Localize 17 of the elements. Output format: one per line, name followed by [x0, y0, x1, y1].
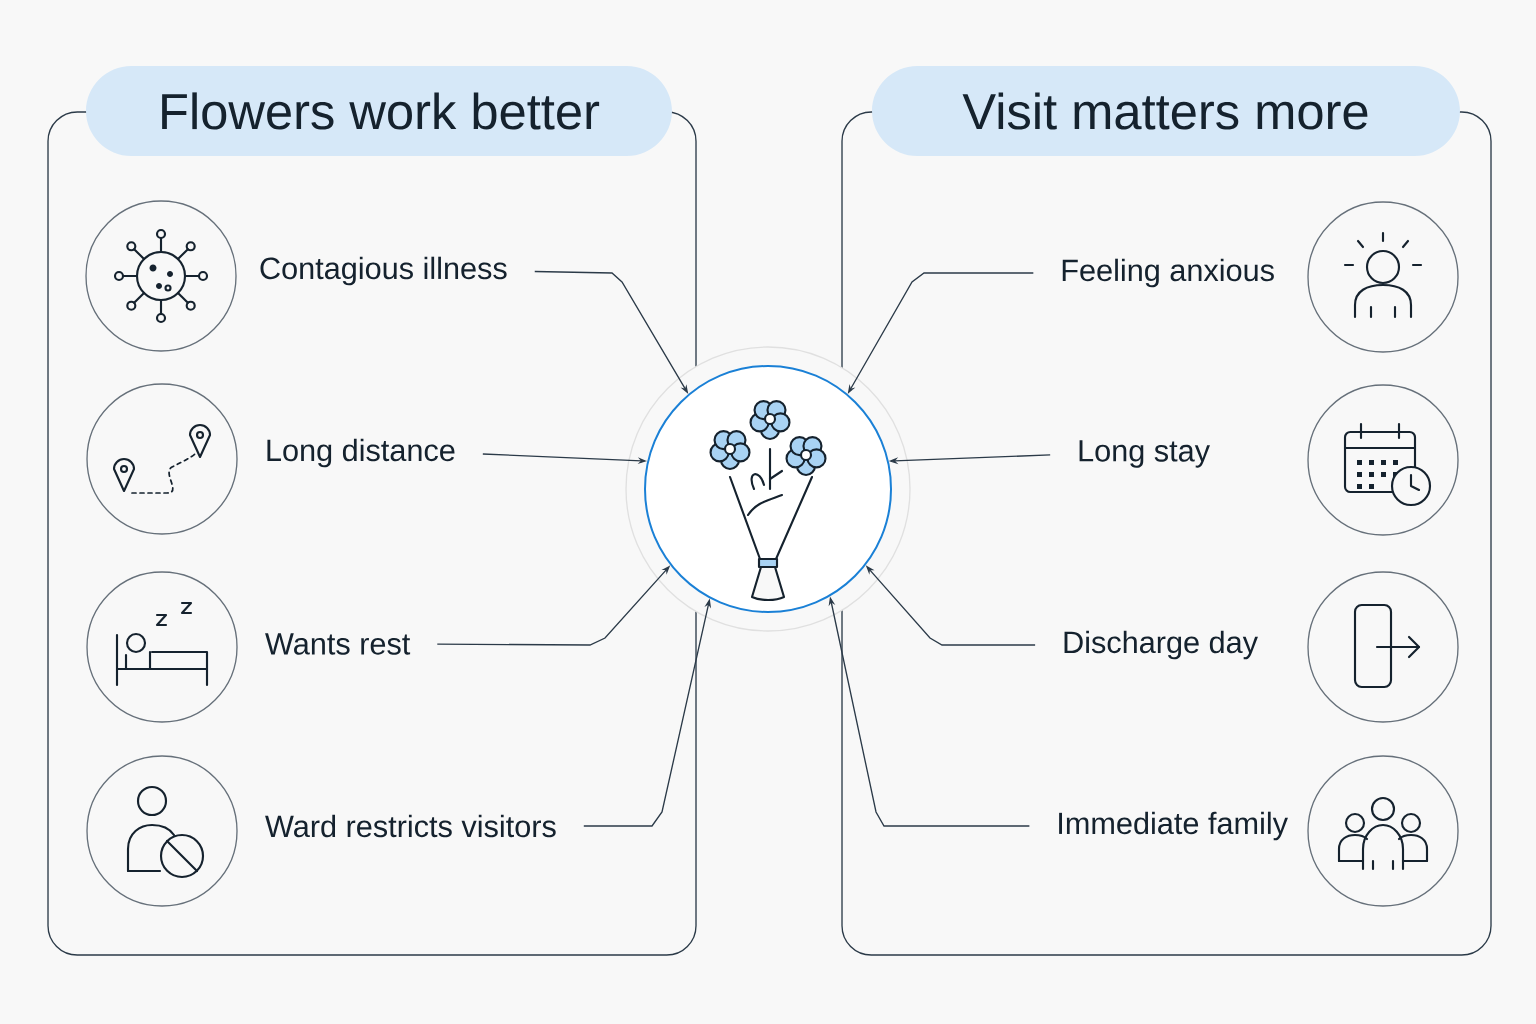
icon-circle: [1307, 201, 1459, 353]
icon-circle: [1307, 755, 1459, 907]
reason-label: Immediate family: [1059, 811, 1288, 841]
icon-circle: [85, 200, 237, 352]
reason-label: Ward restricts visitors: [265, 814, 556, 838]
icon-circle: [86, 383, 238, 535]
icon-circle: [1307, 571, 1459, 723]
icon-circle: [1307, 384, 1459, 536]
reason-label: Contagious illness: [260, 256, 507, 286]
reason-label: Discharge day: [1064, 630, 1258, 660]
icon-circle: [86, 755, 238, 907]
reason-label: Wants rest: [265, 633, 411, 655]
icon-circle: [86, 571, 238, 723]
bouquet-circle: [625, 346, 911, 632]
reason-label: Feeling anxious: [1062, 258, 1274, 288]
reason-label: Long stay: [1079, 440, 1210, 468]
reason-label: Long distance: [267, 438, 455, 468]
